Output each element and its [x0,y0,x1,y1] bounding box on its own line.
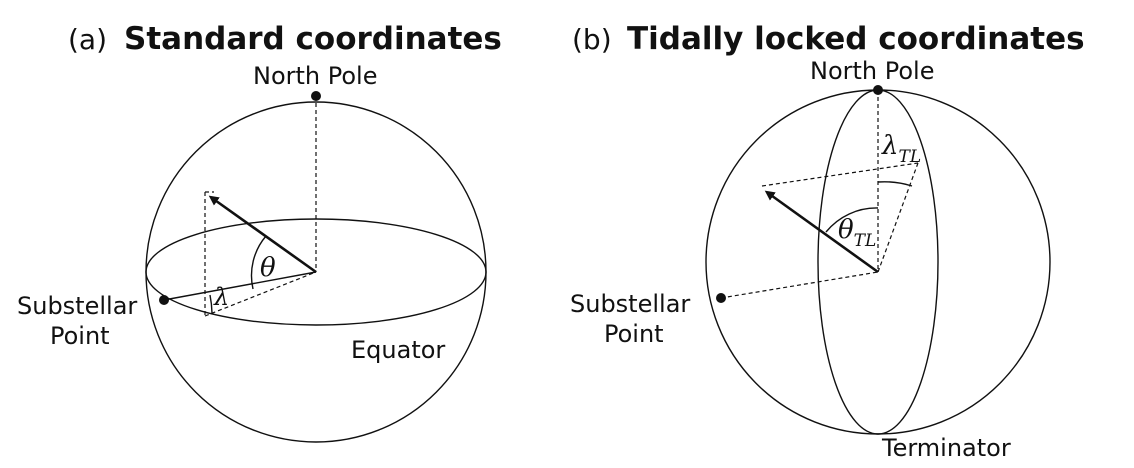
north-pole-label: North Pole [253,62,378,90]
substellar-radius-dashed [720,271,879,299]
substellar-label-line2: Point [604,320,664,348]
panel-a: (a) Standard coordinates North Pole Subs… [17,21,502,443]
lambda-tl-label: λTL [881,131,921,167]
projection-to-terminator-dashed [877,162,919,273]
panel-b-letter: (b) [572,23,612,56]
equator-label: Equator [351,336,445,364]
position-vector-arrow [764,190,879,274]
theta-arc [250,235,267,290]
terminator-label: Terminator [881,434,1011,462]
lambda-arc [209,294,213,314]
theta-tl-label: θTL [838,215,876,251]
substellar-radius [163,271,317,301]
vector-top-dashed [761,162,919,187]
position-vector-arrow [208,195,317,274]
theta-tl-arc [825,207,879,233]
lambda-label: λ [213,283,229,311]
vector-projection-dashed [204,271,317,317]
panel-b-title: Tidally locked coordinates [627,21,1085,57]
panel-a-title: Standard coordinates [124,21,502,57]
substellar-label-line1: Substellar [17,292,137,320]
panel-a-letter: (a) [68,23,107,56]
theta-label: θ [260,253,276,283]
panel-b: (b) Tidally locked coordinates North Pol… [570,21,1085,462]
substellar-label-line2: Point [50,322,110,350]
north-pole-label: North Pole [810,57,935,85]
lambda-tl-arc [877,181,913,187]
substellar-label-line1: Substellar [570,290,690,318]
